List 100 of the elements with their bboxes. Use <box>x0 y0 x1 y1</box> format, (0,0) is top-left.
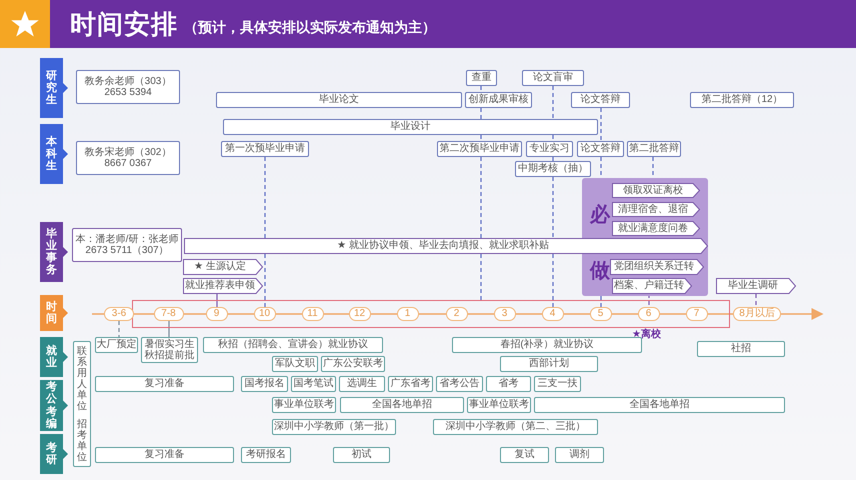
month-marker <box>154 306 184 320</box>
task-label: 就业满意度问卷 <box>618 222 688 234</box>
connector-line <box>755 294 757 307</box>
event-label: 西部计划 <box>529 358 569 370</box>
event-box <box>339 376 385 392</box>
event-box <box>203 337 383 353</box>
event-label: 创新成果审核 <box>468 94 528 106</box>
event-label: 三支一扶 <box>538 378 578 390</box>
event-box <box>500 447 549 463</box>
month-label: 4 <box>550 308 556 320</box>
row-header-tab <box>40 380 68 431</box>
connector-line <box>480 254 482 300</box>
row-header-tab <box>40 295 68 331</box>
event-label: 广东公安联考 <box>323 358 383 370</box>
connector-line <box>216 294 218 307</box>
row-header-tab <box>40 222 68 282</box>
month-marker <box>686 306 708 320</box>
event-label: 考研报名 <box>246 449 286 461</box>
event-label: 暑假实习生秋招提前批 <box>144 338 196 362</box>
event-label: 省考公告 <box>440 378 480 390</box>
event-box <box>690 92 794 108</box>
event-label: 事业单位联考 <box>274 399 334 411</box>
month-marker <box>348 306 370 320</box>
connector-line <box>600 157 602 178</box>
page-title: 时间安排 <box>70 8 178 40</box>
event-label: 深圳中小学教师（第一批） <box>274 421 394 433</box>
event-box <box>534 397 785 413</box>
month-marker <box>446 306 468 320</box>
month-label: 3-6 <box>112 308 126 320</box>
panel-heading: 必 <box>590 204 610 227</box>
event-box <box>272 356 318 372</box>
event-label: 调剂 <box>570 449 590 461</box>
task-label: 毕业生调研 <box>728 280 778 292</box>
row-header-label: 就业 <box>46 344 57 370</box>
month-label: 10 <box>258 308 270 320</box>
month-label: 7 <box>694 308 700 320</box>
month-label: 12 <box>354 308 366 320</box>
month-marker <box>494 306 516 320</box>
connector-line <box>552 135 554 141</box>
month-marker <box>590 306 612 320</box>
task-tag <box>612 221 700 236</box>
event-label: 春招(补录）就业协议 <box>500 339 594 351</box>
connector-line <box>552 157 554 161</box>
highlight-frame <box>132 300 730 328</box>
event-box <box>340 397 464 413</box>
event-label: 军队文职 <box>275 358 315 370</box>
task-label: 清理宿舍、退宿 <box>618 204 688 216</box>
row-header-tab <box>40 58 68 118</box>
event-box <box>452 337 642 353</box>
contact-text: 本：潘老师/研：张老师 2673 5711（307） <box>74 234 180 256</box>
event-label: 国考笔试 <box>294 378 334 390</box>
month-label: 2 <box>454 308 460 320</box>
month-label: 9 <box>214 308 220 320</box>
month-marker <box>302 306 324 320</box>
event-label: 秋招（招聘会、宣讲会）就业协议 <box>218 339 368 351</box>
task-tag <box>610 259 704 275</box>
vertical-note: 联系用人单位 <box>77 346 87 412</box>
month-marker <box>206 306 228 320</box>
connector-line <box>264 254 266 307</box>
connector-line <box>480 135 482 141</box>
connector-line <box>118 321 120 337</box>
connector-line <box>480 108 482 119</box>
event-label: 深圳中小学教师（第二、三批） <box>446 421 586 433</box>
leave-school-note: ★离校 <box>632 327 661 341</box>
event-label: 论文盲审 <box>533 72 573 84</box>
page-subtitle: （预计，具体安排以实际发布通知为主） <box>184 19 436 37</box>
row-header-tab <box>40 434 68 474</box>
task-label: ★ 就业协议申领、毕业去向填报、就业求职补贴 <box>337 240 549 252</box>
event-label: 社招 <box>731 343 751 355</box>
month-marker <box>254 306 276 320</box>
event-box <box>555 447 604 463</box>
row-header-label: 毕业事务 <box>46 228 57 276</box>
event-label: 复习准备 <box>144 449 184 461</box>
connector-line <box>264 157 266 238</box>
task-label: 就业推荐表申领 <box>185 280 255 292</box>
event-box <box>522 70 584 86</box>
event-box <box>333 447 390 463</box>
event-box <box>466 70 497 86</box>
event-label: 第二批答辩 <box>629 143 679 155</box>
row-header-tab <box>40 337 68 377</box>
event-box <box>433 419 598 435</box>
month-label: 1 <box>404 308 410 320</box>
month-label: 11 <box>307 308 318 320</box>
month-marker <box>638 306 660 320</box>
task-tag <box>612 183 700 198</box>
event-label: 第一次预毕业申请 <box>225 143 305 155</box>
connector-line <box>600 108 602 141</box>
row-header-label: 研究生 <box>46 70 57 106</box>
contact-text: 教务宋老师（302） 8667 0367 <box>84 146 172 170</box>
event-label: 毕业论文 <box>319 94 359 106</box>
event-label: 全国各地单招 <box>630 399 690 411</box>
event-label: 复习准备 <box>144 378 184 390</box>
event-label: 第二批答辩（12） <box>701 94 783 106</box>
event-label: 论文答辩 <box>580 94 620 106</box>
event-box <box>95 447 234 463</box>
event-label: 初试 <box>352 449 372 461</box>
connector-line <box>552 177 554 238</box>
event-label: 复试 <box>514 449 534 461</box>
connector-line <box>480 157 482 238</box>
connector-line <box>552 254 554 307</box>
